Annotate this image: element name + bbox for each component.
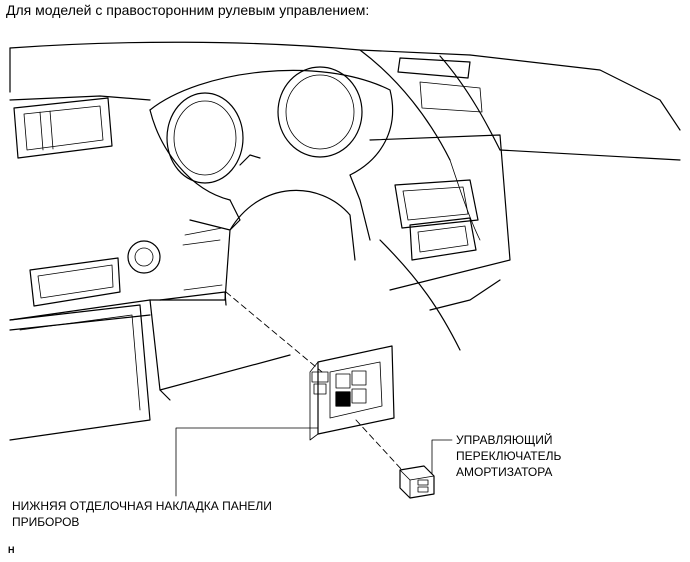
left-lower-air-vent xyxy=(29,257,121,307)
left-upper-air-vent xyxy=(13,97,113,159)
left-knob xyxy=(127,240,161,274)
shock-switch-label-line3: АМОРТИЗАТОРА xyxy=(456,465,553,479)
shock-switch-label-line2: ПЕРЕКЛЮЧАТЕЛЬ xyxy=(456,449,562,463)
center-stack xyxy=(369,134,511,291)
figure-code: H xyxy=(8,545,15,555)
steering-column-opening xyxy=(159,189,356,306)
lower-finish-panel-label: НИЖНЯЯ ОТДЕЛОЧНАЯ НАКЛАДКА ПАНЕЛИ ПРИБОР… xyxy=(12,498,272,530)
dashboard-outline xyxy=(9,41,681,401)
lower-panel-label-line2: ПРИБОРОВ xyxy=(12,515,80,529)
shock-switch-label-line1: УПРАВЛЯЮЩИЙ xyxy=(456,433,553,447)
center-upper-vent xyxy=(397,57,483,113)
lower-finish-panel xyxy=(309,345,395,441)
lower-panel-label-line1: НИЖНЯЯ ОТДЕЛОЧНАЯ НАКЛАДКА ПАНЕЛИ xyxy=(12,499,272,513)
meter-cluster-hood xyxy=(149,66,394,241)
left-side-panel xyxy=(9,304,151,441)
shock-absorber-switch-label: УПРАВЛЯЮЩИЙ ПЕРЕКЛЮЧАТЕЛЬ АМОРТИЗАТОРА xyxy=(456,432,561,480)
center-lower-vent xyxy=(394,179,479,261)
shock-absorber-control-switch xyxy=(399,465,435,499)
callout-leaders xyxy=(175,427,453,497)
page-heading: Для моделей с правосторонним рулевым упр… xyxy=(6,2,370,18)
installation-guide-lines xyxy=(225,291,403,471)
